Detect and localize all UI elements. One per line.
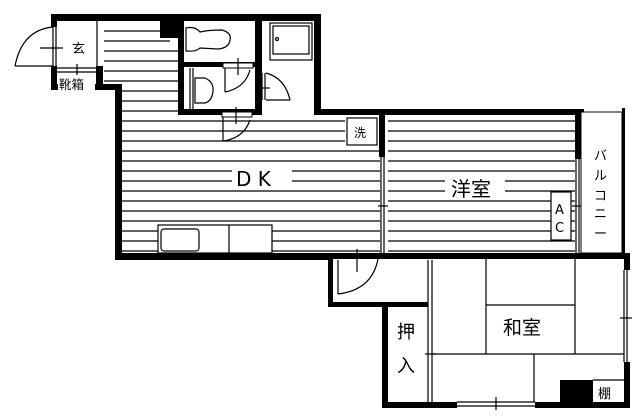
shoe-box-label: 靴箱 — [59, 77, 84, 92]
dk-label: D K — [236, 167, 272, 191]
toilet-tank-icon — [185, 26, 231, 52]
japanese-room-label: 和室 — [503, 317, 541, 339]
toilet-icon — [194, 77, 214, 104]
entrance-label: 玄 — [72, 42, 85, 57]
entrance-area: 玄 靴箱 — [14, 21, 98, 92]
ac-unit — [550, 191, 572, 241]
balcony-char-5: ー — [594, 227, 607, 242]
flooring-lines — [104, 30, 575, 252]
dining-kitchen: D K 洗 — [157, 117, 388, 254]
washroom — [184, 58, 255, 142]
balcony: バ ル コ ニ ー — [580, 111, 623, 254]
balcony-char-1: バ — [594, 149, 607, 164]
closet-label-bottom: 入 — [397, 356, 415, 377]
western-room-label: 洋室 — [451, 177, 491, 201]
balcony-char-3: コ — [594, 189, 607, 204]
balcony-char-4: ニ — [594, 207, 607, 222]
walls — [51, 14, 630, 408]
sink-icon — [160, 228, 200, 252]
kitchen-counter — [157, 224, 273, 254]
bathroom — [258, 21, 314, 109]
toilet-room — [184, 21, 255, 62]
closet-label-top: 押 — [397, 322, 415, 343]
japanese-room: 和室 棚 — [432, 259, 632, 410]
hall-door — [337, 249, 433, 402]
washer-label: 洗 — [354, 126, 366, 140]
ac-label-top: A — [555, 203, 564, 218]
western-room: 洋室 A C — [446, 159, 583, 253]
bathtub-icon — [269, 22, 313, 61]
ac-label-bottom: C — [555, 221, 564, 236]
closet: 押 入 — [397, 322, 436, 377]
shelf-label: 棚 — [598, 387, 611, 402]
washer-box — [346, 117, 378, 146]
balcony-char-2: ル — [594, 169, 607, 184]
